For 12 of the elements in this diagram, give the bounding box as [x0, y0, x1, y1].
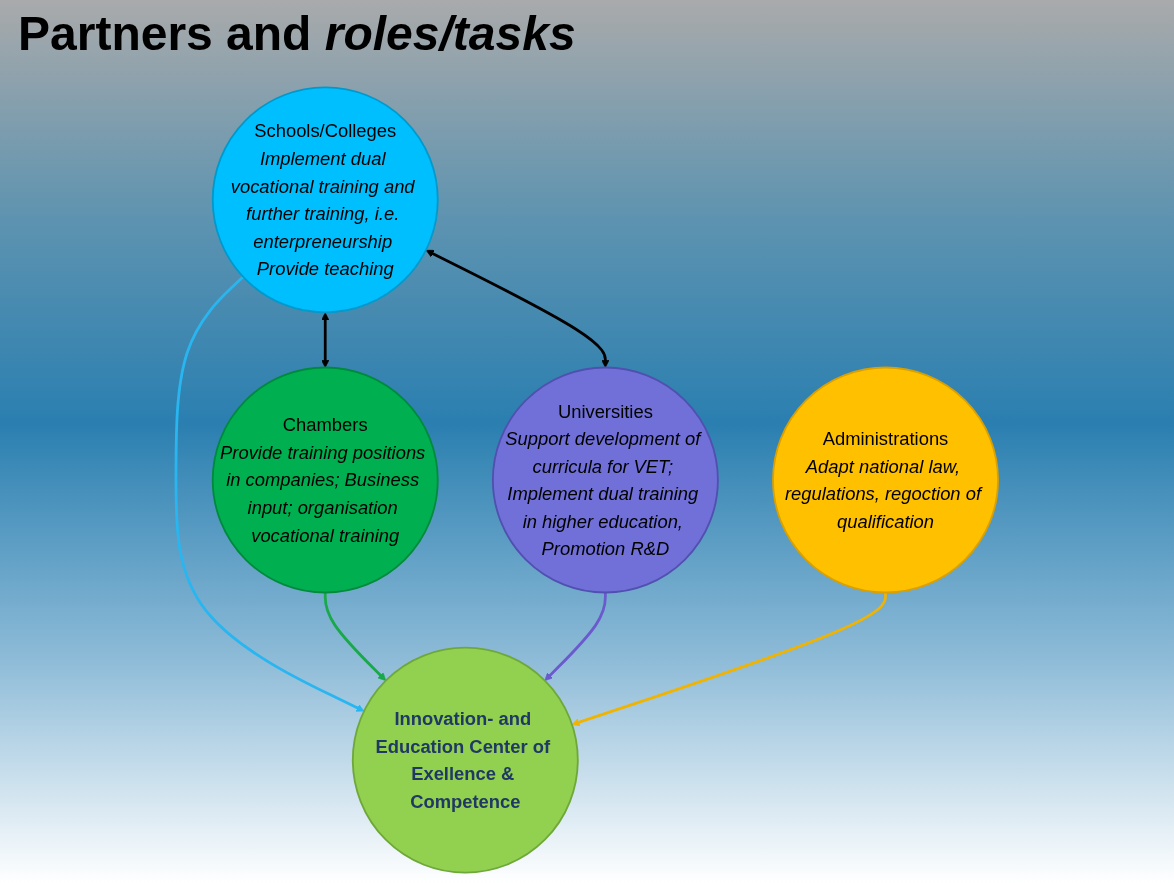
arrow	[544, 592, 607, 681]
node-circle: Chambers Provide training positions in companies; Business input; organisation vocational training	[211, 366, 439, 594]
node-circle: Universities Support development of curricula for VET; Implement dual training in higher education, Promotion R&D	[491, 366, 719, 594]
diagram-title: Partners and roles/tasks	[18, 6, 576, 61]
arrow	[174, 275, 365, 712]
arrow	[321, 312, 330, 368]
arrow	[425, 250, 610, 368]
node-circle: Innovation- and Education Center of Exellence & Competence	[351, 646, 579, 874]
node-circle: Administrations Adapt national law, regulations, regoction of qualification	[772, 366, 999, 594]
node-circle: Schools/Colleges Implement dual vocational training and further training, i.e. enterpreneurship Provide teaching	[211, 86, 439, 314]
arrow	[323, 592, 387, 681]
arrow	[571, 592, 887, 727]
